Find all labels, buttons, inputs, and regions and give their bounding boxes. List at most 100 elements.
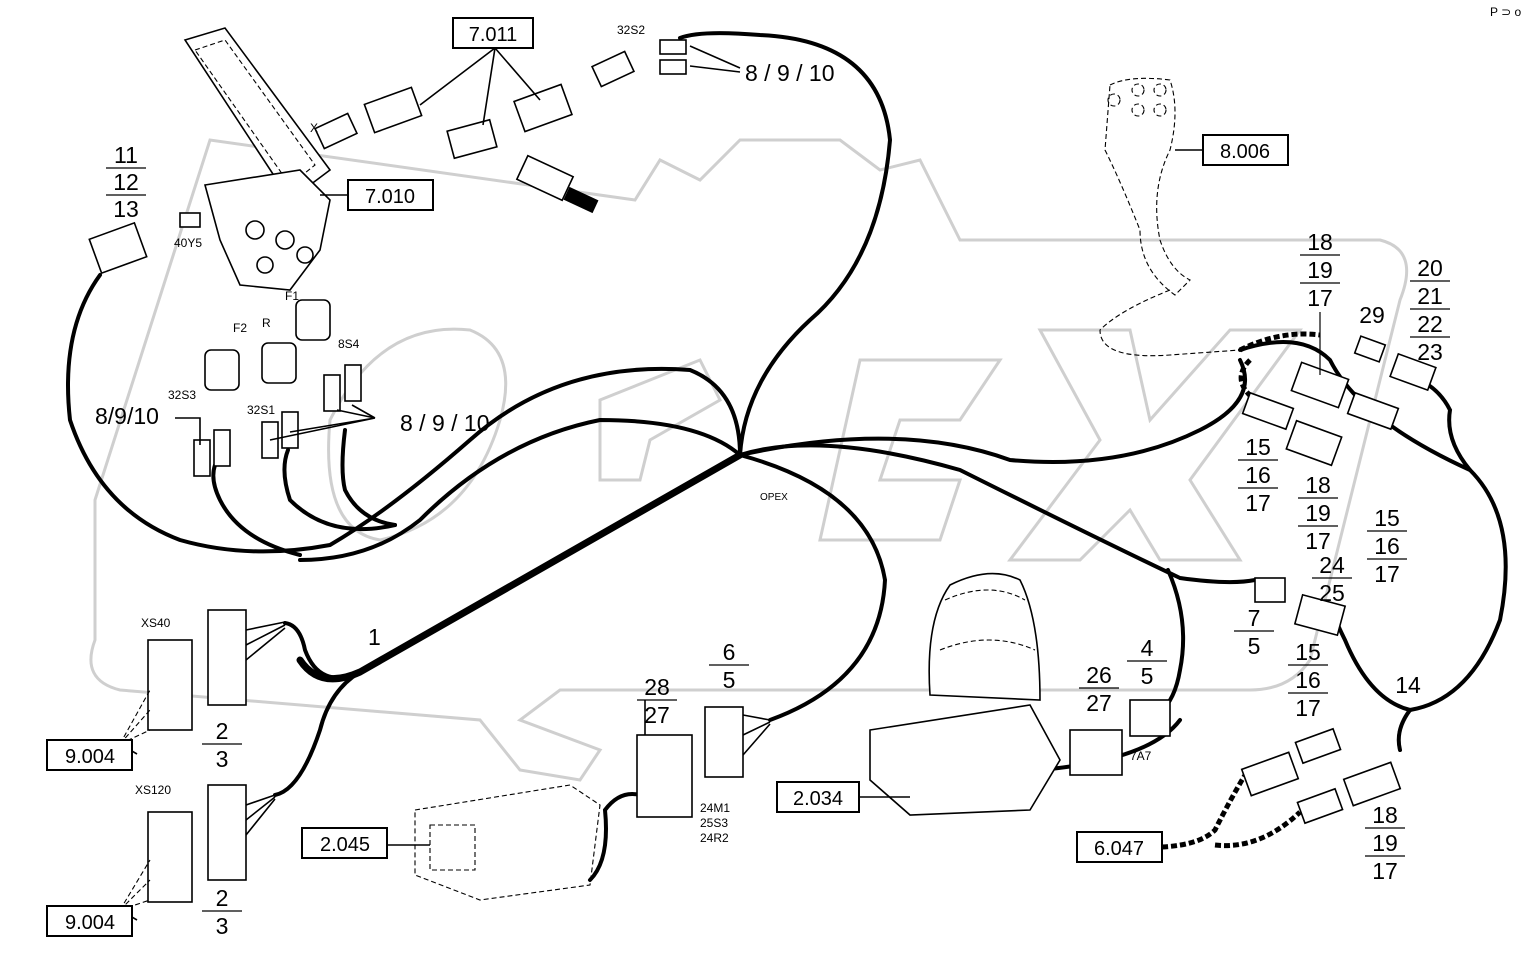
callout-17-f: 17 xyxy=(1372,858,1398,884)
label-F2: F2 xyxy=(233,321,247,335)
callout-5-c: 5 xyxy=(1248,633,1261,659)
label-XS120: XS120 xyxy=(135,783,171,797)
watermark-logo: OPEX xyxy=(89,138,1409,782)
callout-16-b: 16 xyxy=(1374,533,1400,559)
callout-17-a: 17 xyxy=(1307,285,1333,311)
xs-connectors xyxy=(119,609,286,911)
ref-7010-label: 7.010 xyxy=(365,186,415,208)
callout-19-b: 19 xyxy=(1305,500,1331,526)
right-connectors xyxy=(1240,335,1437,825)
ref-8006-label: 8.006 xyxy=(1220,141,1270,163)
ref-2034-label: 2.034 xyxy=(793,788,843,810)
callout-1: 1 xyxy=(368,624,381,650)
callout-8910-top: 8 / 9 / 10 xyxy=(745,60,835,86)
callout-27-a: 27 xyxy=(644,702,670,728)
callout-26: 26 xyxy=(1086,662,1112,688)
ref-9004-top-label: 9.004 xyxy=(65,746,115,768)
callout-2-upper: 2 xyxy=(216,718,229,744)
label-X: X xyxy=(310,121,318,135)
ref-8006[interactable]: 8.006 xyxy=(1202,134,1289,166)
callout-16-c: 16 xyxy=(1295,667,1321,693)
label-XS40: XS40 xyxy=(141,616,171,630)
callout-23: 23 xyxy=(1417,339,1443,365)
corner-mark: P ⊃ o xyxy=(1490,5,1521,19)
hand-controller xyxy=(1099,77,1241,357)
stack-18-19-17-mid: 18 19 17 xyxy=(1298,472,1338,554)
pedal-valve-assembly xyxy=(179,27,636,391)
ref-9004-bottom-label: 9.004 xyxy=(65,912,115,934)
callout-28: 28 xyxy=(644,674,670,700)
callout-3-lower: 3 xyxy=(216,913,229,939)
ref-6047-label: 6.047 xyxy=(1094,838,1144,860)
label-7A7: 7A7 xyxy=(1130,749,1152,763)
callout-15-b: 15 xyxy=(1374,505,1400,531)
callout-24: 24 xyxy=(1319,552,1345,578)
callout-7: 7 xyxy=(1248,605,1261,631)
label-24R2: 24R2 xyxy=(700,831,729,845)
ref-9004-bottom[interactable]: 9.004 xyxy=(46,905,133,937)
callout-27-b: 27 xyxy=(1086,690,1112,716)
ref-2045-label: 2.045 xyxy=(320,834,370,856)
ref-6047[interactable]: 6.047 xyxy=(1076,831,1163,863)
watermark-text: OPEX xyxy=(760,492,788,503)
stack-2-3-lower: 2 3 xyxy=(202,885,242,939)
stack-18-19-17-top: 18 19 17 xyxy=(1300,229,1340,375)
callout-17-c: 17 xyxy=(1305,528,1331,554)
stack-15-16-17-c: 15 16 17 xyxy=(1288,639,1328,721)
ref-2034[interactable]: 2.034 xyxy=(776,781,860,813)
callout-19-c: 19 xyxy=(1372,830,1398,856)
callout-18-a: 18 xyxy=(1307,229,1333,255)
component-labels: 32S2 40Y5 X F1 F2 R 8S4 32S3 32S1 XS40 X… xyxy=(135,23,1152,845)
callout-12: 12 xyxy=(113,169,139,195)
ref-7010[interactable]: 7.010 xyxy=(347,179,434,211)
label-24M1: 24M1 xyxy=(700,801,730,815)
label-8S4: 8S4 xyxy=(338,337,360,351)
callout-17-e: 17 xyxy=(1295,695,1321,721)
ref-2045[interactable]: 2.045 xyxy=(301,827,388,859)
stack-28-27: 28 27 xyxy=(637,674,677,728)
label-F1: F1 xyxy=(285,289,299,303)
callout-6: 6 xyxy=(723,639,736,665)
stack-18-19-17-bottom: 18 19 17 xyxy=(1365,802,1405,884)
stack-2-3-upper: 2 3 xyxy=(202,718,242,772)
callout-2-lower: 2 xyxy=(216,885,229,911)
stack-20-23: 20 21 22 23 xyxy=(1410,255,1450,365)
callout-14: 14 xyxy=(1395,672,1421,698)
stack-15-16-17-b: 15 16 17 xyxy=(1367,505,1407,587)
callout-17-b: 17 xyxy=(1245,490,1271,516)
label-R: R xyxy=(262,316,271,330)
callout-16-a: 16 xyxy=(1245,462,1271,488)
callout-3-upper: 3 xyxy=(216,746,229,772)
callout-18-c: 18 xyxy=(1372,802,1398,828)
ref-9004-top[interactable]: 9.004 xyxy=(46,739,133,771)
stack-26-27: 26 27 xyxy=(1079,662,1119,716)
callout-19-a: 19 xyxy=(1307,257,1333,283)
callout-25: 25 xyxy=(1319,580,1345,606)
callout-15-c: 15 xyxy=(1295,639,1321,665)
callout-29: 29 xyxy=(1359,302,1385,328)
control-box xyxy=(414,706,771,901)
stack-24-25: 24 25 xyxy=(1312,552,1352,606)
spade-connectors xyxy=(88,39,687,477)
ref-7011[interactable]: 7.011 xyxy=(452,17,534,49)
callout-8910-right: 8 / 9 / 10 xyxy=(400,410,490,436)
label-40Y5: 40Y5 xyxy=(174,236,202,250)
label-32S2: 32S2 xyxy=(617,23,645,37)
callout-8910-left: 8/9/10 xyxy=(95,403,159,429)
label-25S3: 25S3 xyxy=(700,816,728,830)
label-32S3: 32S3 xyxy=(168,388,196,402)
callout-21: 21 xyxy=(1417,283,1443,309)
stack-4-5: 4 5 xyxy=(1127,635,1167,689)
callout-18-b: 18 xyxy=(1305,472,1331,498)
stack-6-5: 6 5 xyxy=(709,639,749,693)
callout-22: 22 xyxy=(1417,311,1443,337)
stack-15-16-17-a: 15 16 17 xyxy=(1238,434,1278,516)
operator-seat xyxy=(869,572,1171,816)
stack-7-5: 7 5 xyxy=(1234,605,1274,659)
callout-20: 20 xyxy=(1417,255,1443,281)
ref-7011-label: 7.011 xyxy=(469,24,518,46)
harness-wires xyxy=(66,31,1508,882)
callout-13: 13 xyxy=(113,196,139,222)
callout-5-a: 5 xyxy=(723,667,736,693)
